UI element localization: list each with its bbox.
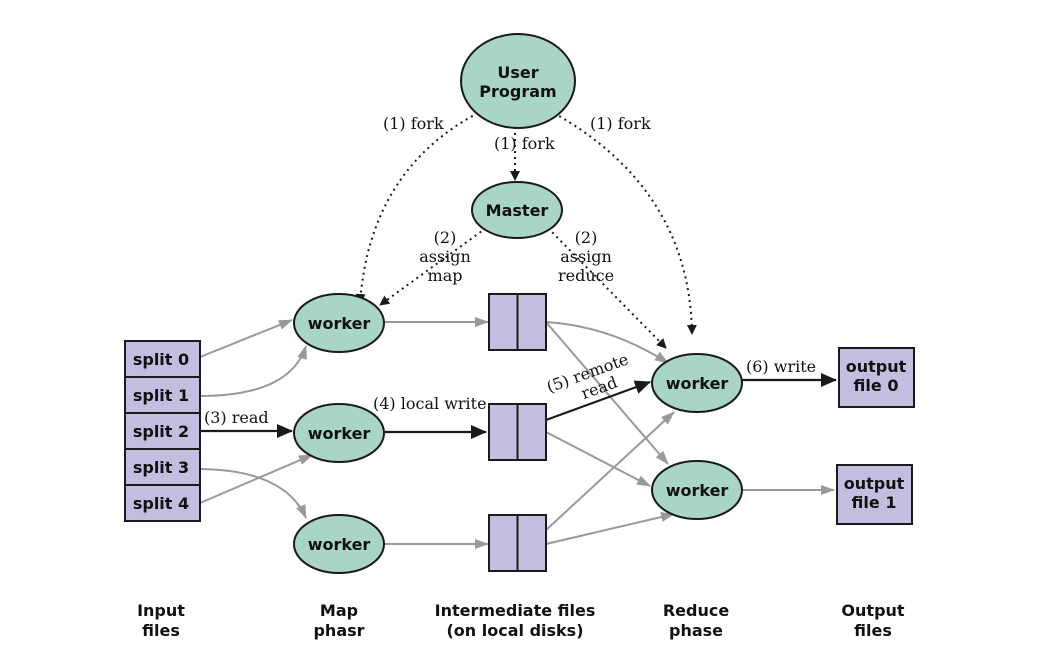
- input-splits: split 0 split 1 split 2 split 3 split 4: [124, 340, 201, 522]
- caption-reduce: Reduce phase: [663, 601, 730, 640]
- split-box-2: [124, 412, 201, 450]
- caption-intermediate: Intermediate files (on local disks): [435, 601, 596, 640]
- svg-text:files: files: [854, 621, 892, 640]
- map-worker-1-label: worker: [308, 314, 371, 333]
- map-worker-1: worker: [293, 293, 385, 353]
- edge-split0-worker1: [199, 319, 293, 358]
- assign-reduce-edge: [547, 227, 667, 349]
- svg-text:Output: Output: [841, 601, 904, 620]
- master-node: Master: [471, 181, 563, 239]
- output-file-0-line2: file 0: [854, 376, 899, 395]
- map-worker-2-label: worker: [308, 424, 371, 443]
- map-worker-2: worker: [293, 403, 385, 463]
- reduce-worker-1-label: worker: [666, 374, 729, 393]
- edge-inter1-reduce1: [545, 321, 669, 364]
- output-file-1-line1: output: [844, 474, 905, 493]
- split-label-1: split 1: [133, 386, 189, 405]
- svg-text:phasr: phasr: [313, 621, 364, 640]
- master-label: Master: [486, 201, 549, 220]
- read-label: (3) read: [204, 408, 269, 427]
- split-label-3: split 3: [133, 458, 189, 477]
- svg-text:(2): (2): [575, 228, 598, 247]
- assign-reduce-label: (2) assign reduce: [558, 228, 614, 285]
- output-file-0-line1: output: [846, 357, 907, 376]
- map-worker-3: worker: [293, 514, 385, 574]
- assign-map-label: (2) assign map: [419, 228, 471, 285]
- user-program-label-line2: Program: [479, 82, 556, 101]
- edge-inter1-reduce2: [545, 321, 669, 465]
- intermediate-file-1: [488, 293, 547, 351]
- reduce-worker-2-label: worker: [666, 481, 729, 500]
- edge-remote-read: [545, 380, 651, 422]
- fork-left-edge: [355, 112, 479, 304]
- reduce-worker-2: worker: [651, 460, 743, 520]
- output-file-1-line2: file 1: [852, 493, 897, 512]
- svg-text:(on local disks): (on local disks): [446, 621, 583, 640]
- fork-center-label: (1) fork: [494, 134, 555, 153]
- caption-map: Map phasr: [313, 601, 364, 640]
- svg-text:Input: Input: [137, 601, 185, 620]
- svg-text:assign: assign: [560, 247, 612, 266]
- svg-text:assign: assign: [419, 247, 471, 266]
- intermediate-file-3: [488, 514, 547, 572]
- svg-text:files: files: [142, 621, 180, 640]
- intermediate-file-2: [488, 403, 547, 461]
- edge-split3-worker3: [199, 468, 307, 519]
- reduce-worker-1: worker: [651, 353, 743, 413]
- svg-text:phase: phase: [669, 621, 723, 640]
- split-box-4: [124, 484, 201, 522]
- assign-map-edge: [379, 227, 487, 306]
- svg-text:Intermediate files: Intermediate files: [435, 601, 596, 620]
- svg-text:reduce: reduce: [558, 266, 614, 285]
- user-program-label-line1: User: [497, 63, 538, 82]
- user-program-node: User Program: [460, 33, 576, 129]
- edge-inter3-reduce2: [545, 512, 675, 545]
- local-write-label: (4) local write: [373, 394, 487, 413]
- split-label-2: split 2: [133, 422, 189, 441]
- fork-right-edge: [553, 112, 697, 335]
- map-worker-3-label: worker: [308, 535, 371, 554]
- fork-right-label: (1) fork: [590, 114, 651, 133]
- split-label-0: split 0: [133, 350, 189, 369]
- split-box-3: [124, 448, 201, 486]
- svg-text:(2): (2): [434, 228, 457, 247]
- svg-text:Map: Map: [320, 601, 358, 620]
- output-file-1: output file 1: [836, 464, 913, 525]
- split-box-1: [124, 376, 201, 414]
- fork-left-label: (1) fork: [383, 114, 444, 133]
- caption-input: Input files: [137, 601, 185, 640]
- edge-split1-worker1: [199, 345, 307, 397]
- edge-inter3-reduce1: [545, 411, 675, 531]
- output-file-0: output file 0: [838, 347, 915, 408]
- write-label: (6) write: [746, 357, 816, 376]
- svg-text:map: map: [428, 266, 463, 285]
- edge-split4-worker2: [199, 454, 313, 504]
- caption-output: Output files: [841, 601, 904, 640]
- svg-text:Reduce: Reduce: [663, 601, 730, 620]
- split-label-4: split 4: [133, 494, 189, 513]
- edge-inter2-reduce2: [545, 431, 651, 487]
